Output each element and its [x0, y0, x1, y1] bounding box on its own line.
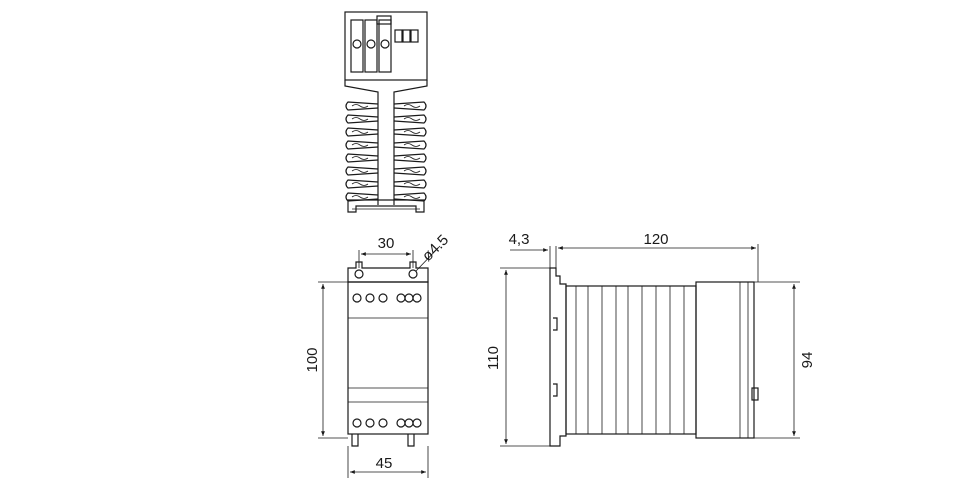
- side-view: [500, 244, 800, 447]
- fin-detail: [351, 156, 421, 160]
- fin: [393, 166, 427, 176]
- fin: [393, 153, 427, 163]
- fin: [345, 179, 379, 189]
- fin: [345, 166, 379, 176]
- fin: [345, 101, 379, 111]
- dim-side-height: 110: [485, 346, 502, 370]
- front-top-terminals: [352, 293, 422, 303]
- fin-detail: [351, 195, 421, 199]
- mount-hole-left: [354, 269, 364, 279]
- dim-body-height: 94: [799, 352, 816, 369]
- fin: [345, 153, 379, 163]
- fin: [393, 127, 427, 137]
- front-bottom-terminals: [352, 418, 422, 428]
- fin: [345, 114, 379, 124]
- fin: [393, 114, 427, 124]
- front-view: [318, 245, 441, 478]
- din-clip: [549, 267, 567, 447]
- heatsink-fins: [345, 101, 427, 202]
- dim-front-height: 100: [304, 347, 321, 372]
- fin-detail: [351, 143, 421, 147]
- fin-detail: [351, 169, 421, 173]
- dim-side-depth: 120: [643, 231, 668, 248]
- fin: [345, 140, 379, 150]
- mount-hole-right: [408, 269, 418, 279]
- dim-front-width: 45: [376, 455, 393, 472]
- fin: [393, 101, 427, 111]
- front-housing: [347, 281, 429, 435]
- fin: [393, 179, 427, 189]
- top-view: [344, 11, 428, 213]
- dim-mount-spacing: 30: [378, 235, 395, 252]
- fin-detail: [351, 117, 421, 121]
- terminal-block: [344, 11, 428, 81]
- terminal-screws: [350, 15, 419, 73]
- dim-rail-offset: 4,3: [509, 231, 530, 248]
- dim-hole-diameter: ø4.5: [419, 232, 452, 265]
- fin-detail: [351, 130, 421, 134]
- front-cover: [695, 281, 755, 439]
- fin: [345, 127, 379, 137]
- fin: [393, 140, 427, 150]
- fin-detail: [351, 182, 421, 186]
- side-fins: [575, 286, 685, 434]
- heatsink-body: [565, 285, 697, 435]
- fin-detail: [351, 104, 421, 108]
